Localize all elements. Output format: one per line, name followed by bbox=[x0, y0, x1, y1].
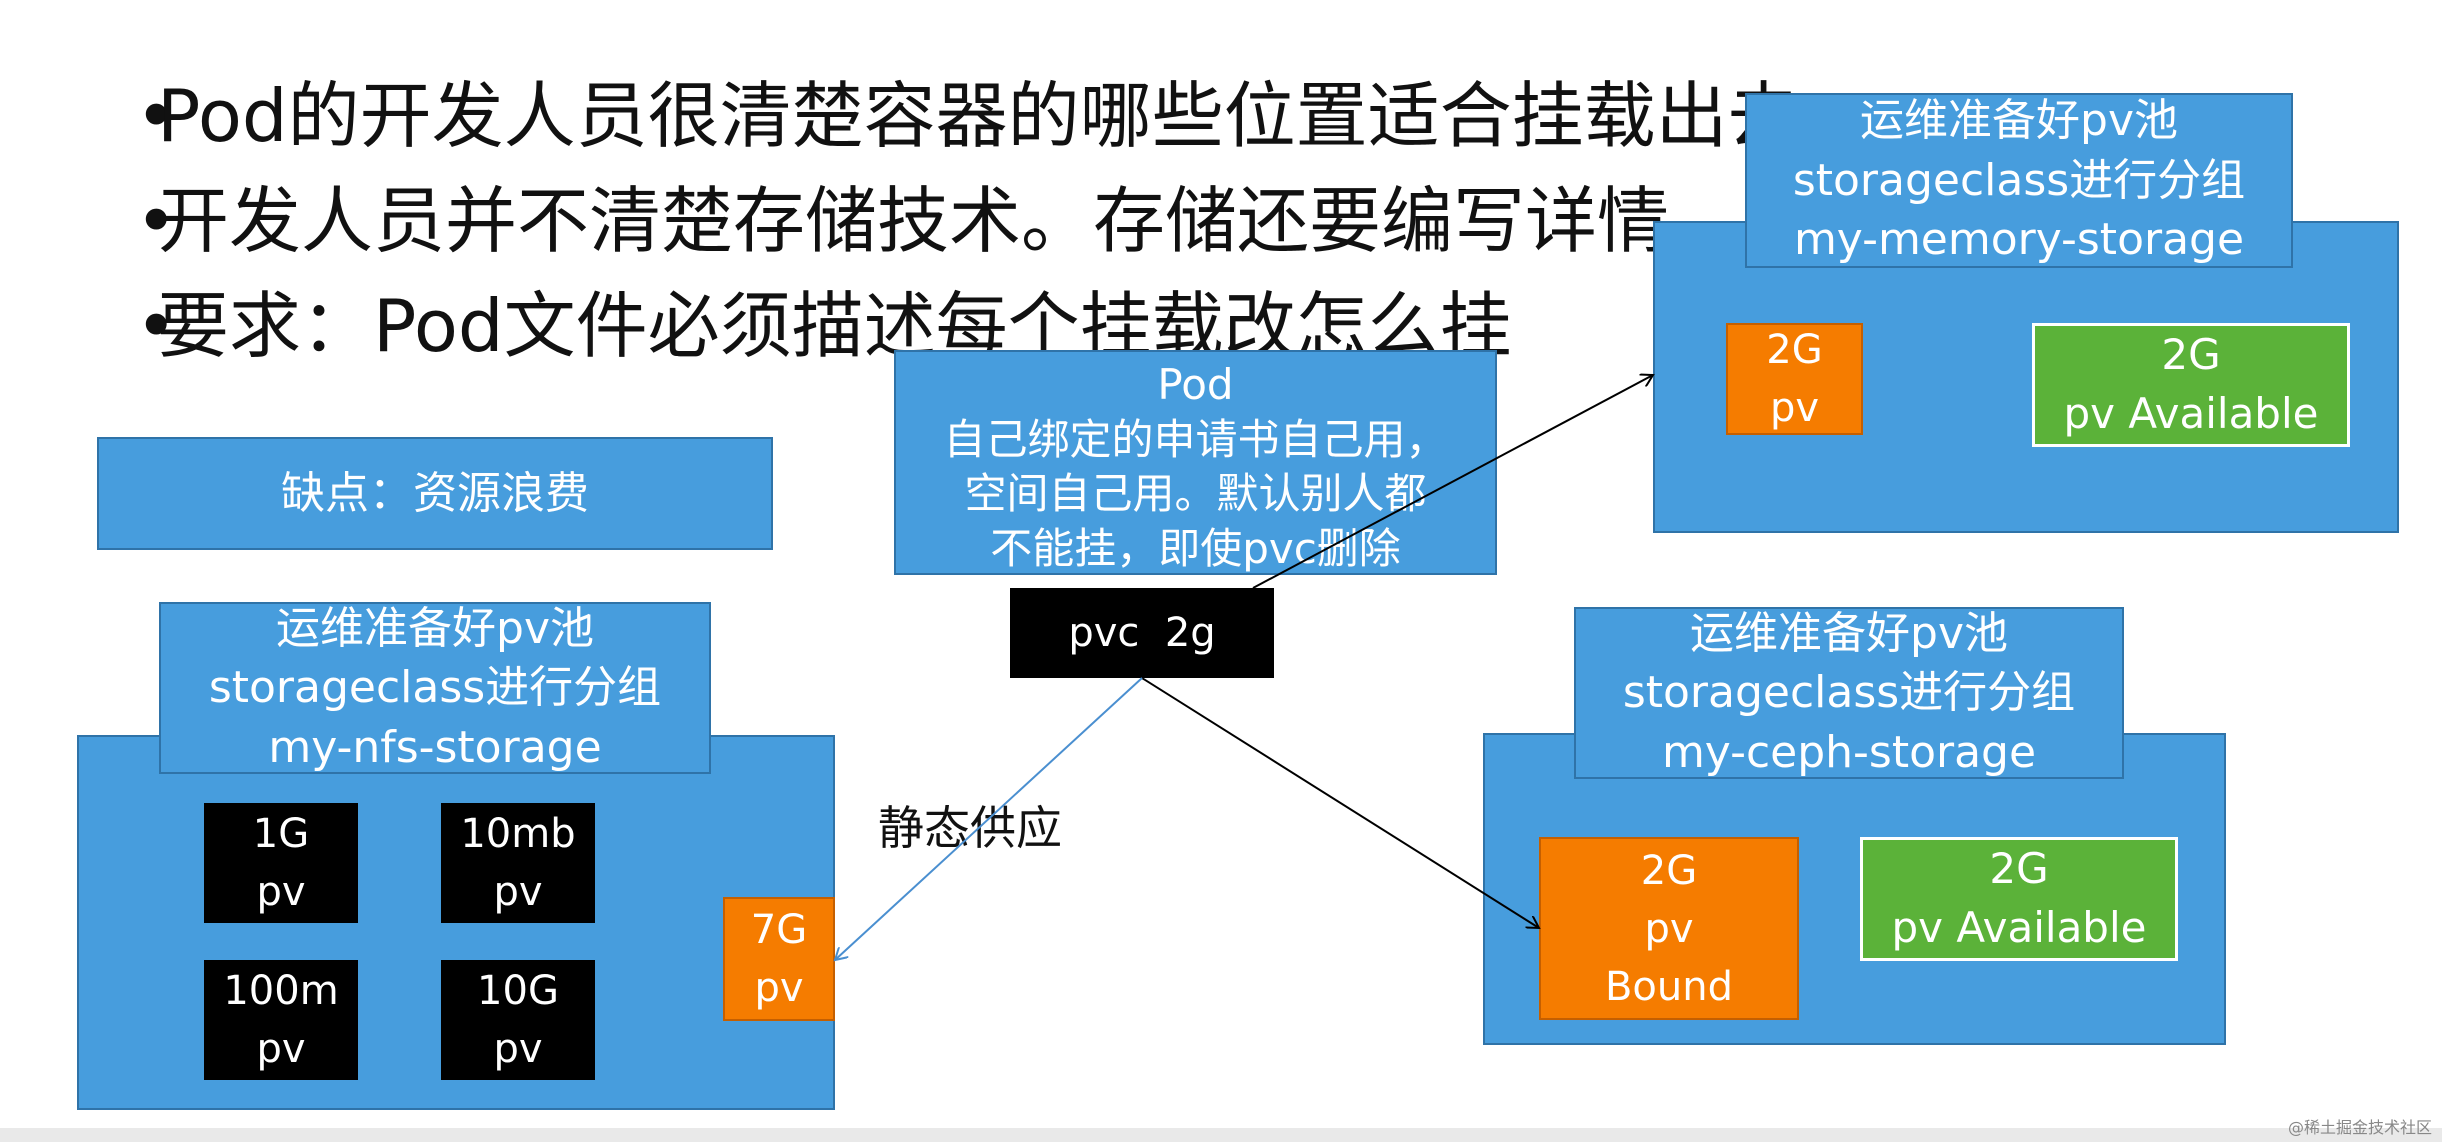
pod-title: Pod bbox=[1157, 360, 1234, 409]
nfs-pv-7g: 7G pv bbox=[723, 897, 835, 1021]
disadvantage-label: 缺点：资源浪费 bbox=[281, 467, 589, 519]
nfs-pv-100m: 100m pv bbox=[204, 960, 358, 1080]
disadvantage-box: 缺点：资源浪费 bbox=[97, 437, 773, 550]
bullet-1: •Pod的开发人员很清楚容器的哪些位置适合挂载出去 bbox=[135, 74, 1800, 158]
bullet-2: •开发人员并不清楚存储技术。存储还要编写详情 bbox=[135, 179, 1670, 263]
arrow-pvc-to-ceph bbox=[1141, 677, 1539, 928]
footer-bar bbox=[0, 1128, 2442, 1142]
watermark: @稀土掘金技术社区 bbox=[2287, 1118, 2432, 1137]
nfs-group-header: 运维准备好pv池 storageclass进行分组 my-nfs-storage bbox=[159, 602, 711, 774]
arrow-pvc-to-memory bbox=[1252, 375, 1653, 589]
memory-pv-2g-available: 2G pv Available bbox=[2032, 323, 2350, 447]
nfs-pv-10mb: 10mb pv bbox=[441, 803, 595, 923]
pod-box: Pod 自己绑定的申请书自己用， 空间自己用。默认别人都 不能挂，即使pvc删除 bbox=[894, 350, 1497, 575]
nfs-pv-10g: 10G pv bbox=[441, 960, 595, 1080]
arrow-pvc-to-nfs-7g bbox=[835, 677, 1143, 960]
pvc-label: pvc 2g bbox=[1068, 610, 1216, 656]
ceph-pv-2g-available: 2G pv Available bbox=[1860, 837, 2178, 961]
static-supply-label: 静态供应 bbox=[878, 801, 1062, 855]
ceph-group-header: 运维准备好pv池 storageclass进行分组 my-ceph-storag… bbox=[1574, 607, 2124, 779]
memory-pv-2g: 2G pv bbox=[1726, 323, 1863, 435]
memory-group-header: 运维准备好pv池 storageclass进行分组 my-memory-stor… bbox=[1745, 93, 2293, 268]
pod-description: 自己绑定的申请书自己用， 空间自己用。默认别人都 不能挂，即使pvc删除 bbox=[943, 414, 1448, 573]
nfs-pv-1g: 1G pv bbox=[204, 803, 358, 923]
ceph-pv-2g-bound: 2G pv Bound bbox=[1539, 837, 1799, 1020]
pvc-box: pvc 2g bbox=[1010, 588, 1274, 678]
